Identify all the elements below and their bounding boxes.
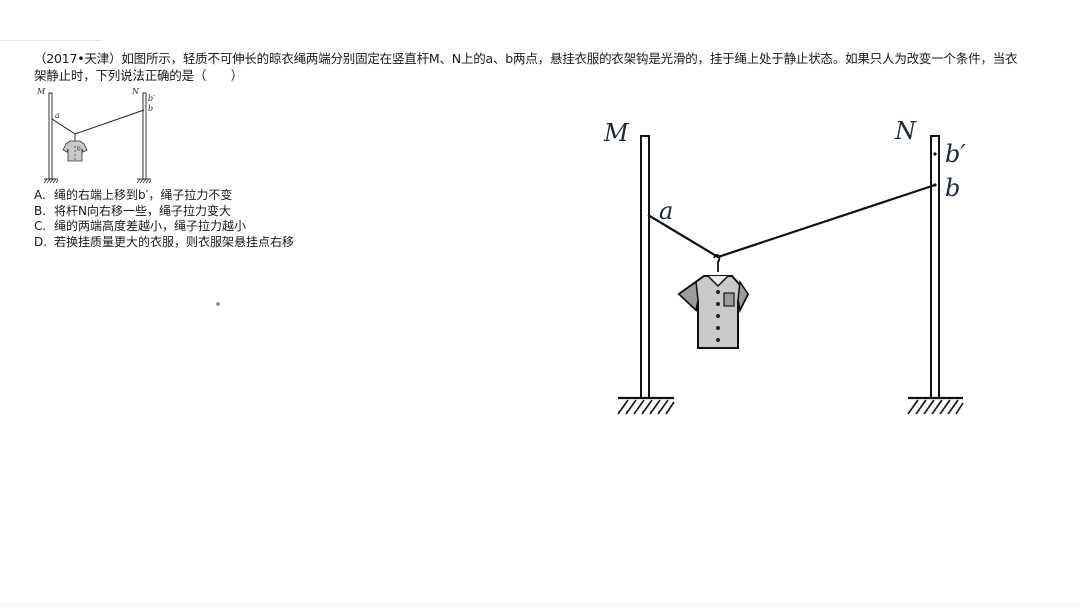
option-text: 绳的右端上移到b′，绳子拉力不变 [54, 188, 233, 202]
option-c[interactable]: C. 绳的两端高度差越小，绳子拉力越小 [34, 219, 294, 235]
option-text: 若换挂质量更大的衣服，则衣服架悬挂点右移 [54, 234, 295, 249]
stray-dot [216, 302, 220, 306]
small-label-a: a [55, 111, 60, 120]
label-n: N [894, 117, 917, 145]
small-clothesline-figure: M N a b′ b [36, 87, 155, 184]
clothesline-rope [647, 183, 936, 259]
option-text: 将杆N向右移一些，绳子拉力变大 [54, 203, 231, 218]
top-divider [0, 40, 102, 41]
option-letter: A. [34, 188, 46, 202]
question-line-1: （2017•天津）如图所示，轻质不可伸长的晾衣绳两端分别固定在竖直杆M、N上的a… [34, 51, 1018, 66]
option-b[interactable]: B. 将杆N向右移一些，绳子拉力变大 [34, 204, 294, 220]
small-label-b-prime: b′ [148, 94, 155, 103]
small-label-n: N [131, 87, 140, 96]
large-clothesline-figure: M N a b′ b [603, 117, 966, 415]
question-line-2: 架静止时，下列说法正确的是（ ） [34, 68, 244, 83]
option-letter: D. [34, 234, 48, 249]
small-label-m: M [36, 87, 46, 96]
answer-options: A. 绳的右端上移到b′，绳子拉力不变 B. 将杆N向右移一些，绳子拉力变大 C. 绳… [34, 188, 294, 250]
ground-hatch-left [617, 399, 675, 415]
pole-m [640, 135, 650, 399]
option-letter: C. [34, 219, 47, 233]
label-b: b [945, 174, 960, 202]
small-label-b: b [148, 104, 153, 113]
bottom-edge [0, 602, 1080, 608]
pole-n [930, 135, 940, 399]
option-d[interactable]: D. 若换挂质量更大的衣服，则衣服架悬挂点右移 [34, 235, 294, 251]
label-a: a [659, 197, 673, 225]
small-shirt-icon [62, 140, 88, 162]
label-b-prime: b′ [945, 140, 966, 168]
question-stem: （2017•天津）如图所示，轻质不可伸长的晾衣绳两端分别固定在竖直杆M、N上的a… [34, 50, 1064, 84]
hanger-hook [713, 253, 721, 272]
shirt-icon [677, 275, 750, 349]
ground-hatch-right [907, 399, 964, 415]
label-m: M [603, 119, 630, 147]
option-letter: B. [34, 203, 47, 218]
option-text: 绳的两端高度差越小，绳子拉力越小 [54, 219, 247, 233]
option-a[interactable]: A. 绳的右端上移到b′，绳子拉力不变 [34, 188, 294, 204]
